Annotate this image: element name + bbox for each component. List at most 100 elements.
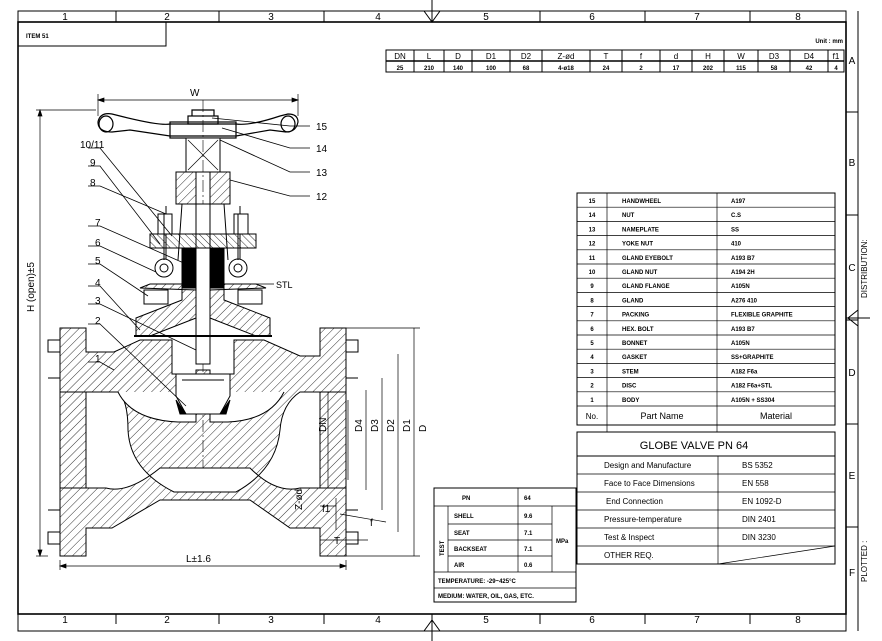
row-letter: C [848,263,855,274]
parts-cell-name: PACKING [622,313,650,319]
parts-cell-name: NUT [622,213,635,219]
parts-cell-material: A105N [731,341,750,347]
col-num: 5 [483,615,489,626]
parts-cell-no: 12 [589,242,596,248]
test-pn-value: 64 [524,496,531,502]
parts-cell-no: 8 [590,298,594,304]
std-value: EN 1092-D [742,497,782,506]
bonnet [134,283,272,337]
dim-header: f1 [833,52,840,61]
callout-14: 14 [316,144,328,155]
test-row-label: BACKSEAT [454,547,487,553]
parts-cell-name: STEM [622,369,639,375]
callout-9: 9 [90,158,96,169]
parts-cell-name: HANDWHEEL [622,199,661,205]
disc [175,373,231,415]
dim-value: 25 [397,66,404,72]
row-letter: F [849,568,855,579]
col-num: 8 [795,12,801,23]
col-num: 6 [589,12,595,23]
parts-cell-material: A194 2H [731,270,755,276]
dim-value: 42 [806,66,813,72]
col-num: 1 [62,12,68,23]
parts-cell-no: 2 [590,384,594,390]
parts-cell-name: DISC [622,384,637,390]
dim-d: D [418,425,429,432]
col-num: 3 [268,615,274,626]
row-letter: E [849,471,856,482]
parts-cell-name: NAMEPLATE [622,227,659,233]
callout-7: 7 [95,218,101,229]
dim-header: T [604,52,609,61]
parts-cell-material: FLEXIBLE GRAPHITE [731,313,793,319]
column-numbers: 1 2 3 4 5 6 7 8 1 2 3 4 5 6 7 8 [62,12,801,626]
dim-value: 68 [523,66,530,72]
callout-12: 12 [316,192,328,203]
dim-d4: D4 [354,419,365,432]
dim-t: T [334,536,340,547]
parts-cell-name: HEX. BOLT [622,327,654,333]
callout-leaders [88,117,310,407]
callout-numbers: 15 14 13 12 10/11 9 8 7 6 5 4 3 2 1 STL [80,122,328,365]
dim-f: f [370,518,373,529]
unit-label: Unit : mm [815,39,843,45]
dim-header: D3 [769,52,780,61]
std-value: DIN 3230 [742,533,776,542]
dim-d2: D2 [386,419,397,432]
col-num: 7 [694,615,700,626]
parts-cell-material: C.S [731,213,741,219]
dim-value: 100 [486,66,497,72]
callout-5: 5 [95,256,101,267]
std-label: End Connection [606,497,663,506]
dim-value: 4 [834,66,838,72]
parts-cell-no: 7 [590,313,594,319]
test-medium: MEDIUM: WATER, OIL, GAS, ETC. [438,594,534,600]
parts-cell-name: GLAND NUT [622,270,658,276]
col-num: 4 [375,615,381,626]
parts-header-no: No. [586,412,598,421]
parts-cell-material: A182 F6a [731,369,758,375]
callout-4: 4 [95,278,101,289]
col-num: 2 [164,615,170,626]
dim-value: 58 [771,66,778,72]
dim-value: 202 [703,66,714,72]
std-value: BS 5352 [742,461,773,470]
dim-header: H [705,52,711,61]
dim-value: 2 [639,66,643,72]
callout-2: 2 [95,316,101,327]
parts-cell-material: A193 B7 [731,327,755,333]
parts-cell-name: BODY [622,398,639,404]
parts-cell-no: 11 [589,256,596,262]
col-num: 5 [483,12,489,23]
dim-h: H (open)±5 [26,262,37,312]
parts-cell-material: SS [731,227,739,233]
std-label: Design and Manufacture [604,461,692,470]
dim-l: L±1.6 [186,554,211,565]
std-label: Test & Inspect [604,533,655,542]
dim-f1: f1 [322,504,331,515]
parts-cell-no: 4 [590,355,594,361]
test-table: PN 64 SHELL 9.6 SEAT 7.1 BACKSEAT 7.1 AI… [433,487,577,603]
sheet-frame [17,0,870,641]
callout-10-11: 10/11 [80,140,105,151]
parts-cell-material: A105N + SS304 [731,398,775,404]
test-unit: MPa [556,539,569,545]
dimension-lines [36,94,420,570]
dim-header: Z-ød [558,52,575,61]
col-num: 2 [164,12,170,23]
test-row-label: SHELL [454,514,474,520]
parts-cell-material: A193 B7 [731,256,755,262]
parts-cell-no: 14 [589,213,596,219]
callout-1: 1 [95,354,101,365]
parts-header-material: Material [760,411,792,421]
dim-header: D2 [521,52,532,61]
col-num: 1 [62,615,68,626]
callout-6: 6 [95,238,101,249]
dim-header: L [427,52,432,61]
test-side-label: TEST [440,540,446,556]
body [47,327,359,557]
callout-15: 15 [316,122,328,133]
row-letter: A [849,56,856,67]
parts-cell-name: GLAND EYEBOLT [622,256,673,262]
dim-d1: D1 [402,419,413,432]
